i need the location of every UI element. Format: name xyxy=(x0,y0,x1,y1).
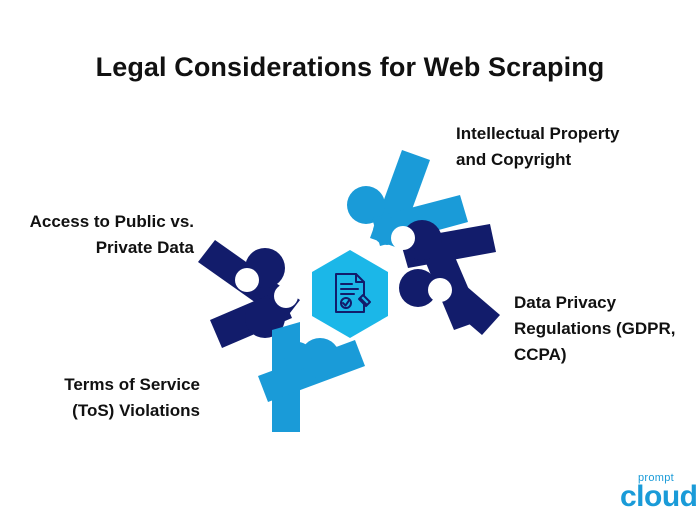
label-line: Intellectual Property xyxy=(456,124,620,143)
label-intellectual-property: Intellectual Property and Copyright xyxy=(456,121,619,173)
label-data-privacy: Data Privacy Regulations (GDPR, CCPA) xyxy=(514,290,676,368)
puzzle-piece-tos xyxy=(258,322,365,432)
label-line: Data Privacy xyxy=(514,293,617,312)
promptcloud-logo: prompt cloud xyxy=(620,472,698,518)
logo-bottom-text: cloud xyxy=(620,480,698,513)
label-line: (ToS) Violations xyxy=(72,401,200,420)
label-line: Access to Public vs. xyxy=(29,212,194,231)
puzzle-piece-privacy xyxy=(391,220,500,335)
label-access-data: Access to Public vs. Private Data xyxy=(18,209,194,261)
legal-document-icon xyxy=(335,273,371,313)
label-line: CCPA) xyxy=(514,345,567,364)
logo-top-text: prompt xyxy=(638,472,675,484)
label-line: and Copyright xyxy=(456,150,572,169)
label-line: Private Data xyxy=(95,238,194,257)
page-title: Legal Considerations for Web Scraping xyxy=(95,52,605,82)
label-line: Regulations (GDPR, xyxy=(514,319,676,338)
puzzle-piece-access xyxy=(198,240,300,348)
label-terms-of-service: Terms of Service (ToS) Violations xyxy=(18,372,200,424)
label-line: Terms of Service xyxy=(64,375,200,394)
